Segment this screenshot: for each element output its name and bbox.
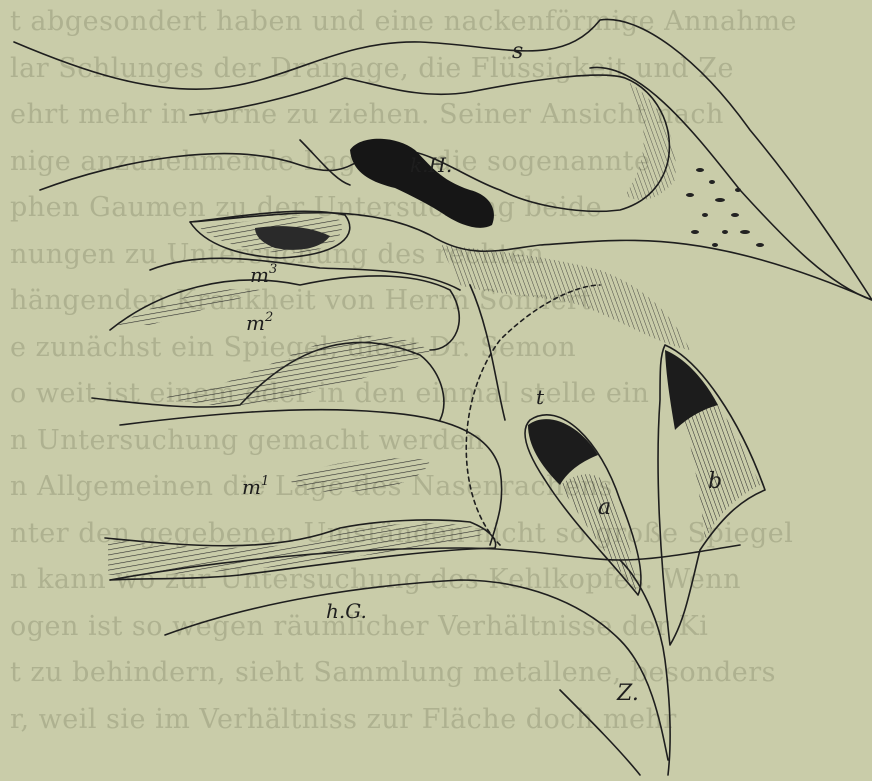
label-s: s: [512, 39, 523, 64]
label-t: t: [536, 385, 545, 409]
label-Z: Z.: [616, 681, 639, 706]
label-m1-sup: 1: [261, 474, 269, 489]
m1-shading: [290, 458, 430, 492]
label-m3: m3: [250, 262, 277, 287]
label-m1-base: m: [242, 475, 261, 499]
label-m2: m2: [246, 310, 273, 335]
label-b: b: [708, 469, 722, 494]
choana-shading: [440, 245, 690, 350]
m2-upper-shading: [118, 289, 260, 325]
upper-nasal-line: [40, 154, 360, 190]
m2-shading: [160, 336, 430, 406]
label-m2-base: m: [246, 311, 265, 335]
label-hG: h.G.: [326, 599, 367, 623]
label-m3-sup: 3: [269, 262, 277, 277]
pharynx-wall: [620, 560, 670, 775]
label-kH: k.H.: [410, 153, 452, 177]
a-hatch: [560, 474, 636, 590]
hard-palate-lower: [165, 580, 668, 760]
label-m2-sup: 2: [264, 310, 273, 325]
vomer-line: [300, 140, 350, 185]
m3-meatus-line: [150, 258, 460, 290]
label-a: a: [598, 495, 611, 520]
stipple-marks: [686, 168, 764, 247]
sphenoid-shading: [625, 80, 676, 200]
label-m1: m1: [242, 474, 269, 499]
descending-line: [470, 285, 505, 420]
label-m3-base: m: [250, 263, 269, 287]
